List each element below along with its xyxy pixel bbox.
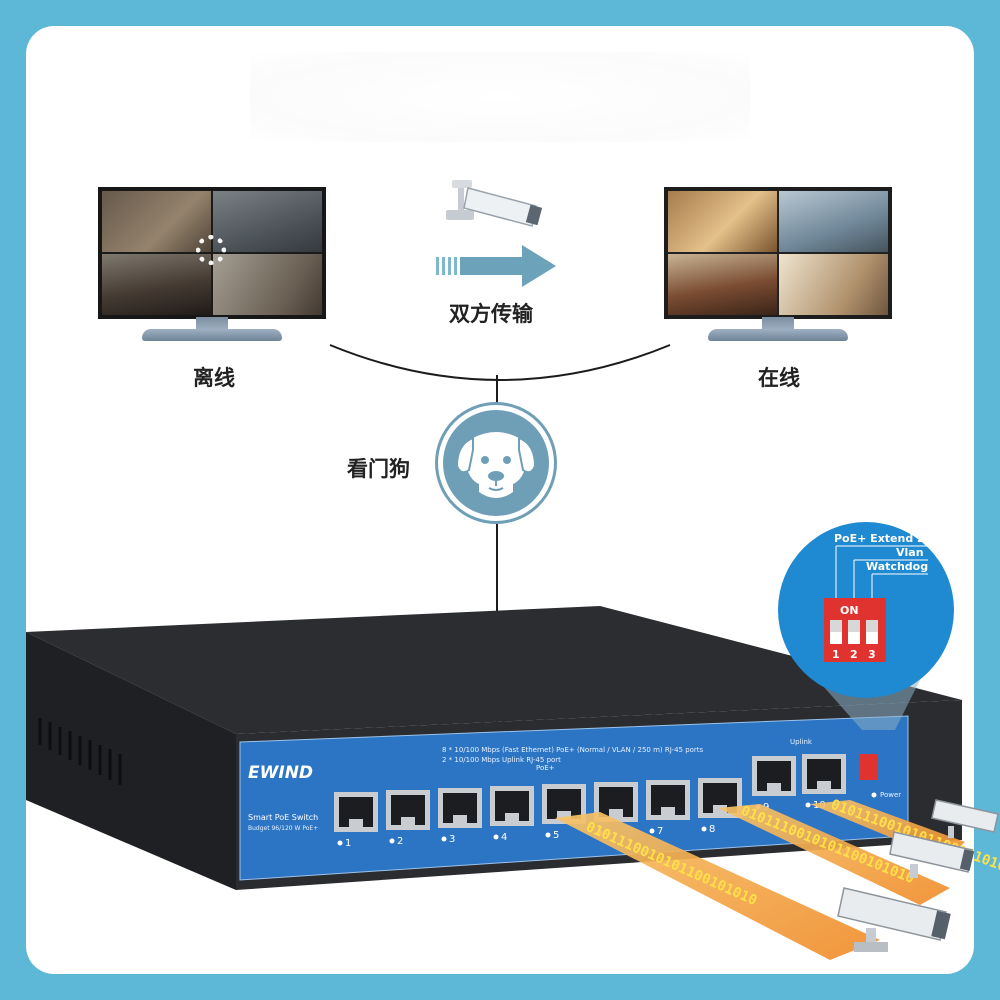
offline-caption: 离线: [193, 366, 235, 390]
camera-view-3: [668, 254, 777, 315]
rj45-port-1[interactable]: [334, 792, 378, 832]
port-row: 12345678910: [334, 754, 846, 849]
camera-view-1: [668, 191, 777, 252]
port-led: [389, 838, 395, 844]
rj45-port-3[interactable]: [438, 788, 482, 828]
camera-view-2: [779, 191, 888, 252]
switch-top-face: [26, 606, 962, 734]
watchdog-badge: [438, 405, 554, 521]
port-number-label: 8: [709, 824, 715, 835]
camera-icon: [837, 887, 951, 952]
camera-icon: [889, 831, 975, 878]
model-name: Smart PoE Switch: [248, 813, 318, 822]
camera-view-1: [102, 191, 211, 252]
connector-arc: [329, 344, 671, 381]
dog-icon: [455, 432, 537, 498]
port-led: [805, 802, 811, 808]
poe-group-label: PoE+: [536, 764, 555, 772]
rj45-port-6[interactable]: [594, 782, 638, 822]
monitor-stand-neck: [196, 317, 228, 331]
monitor-stand-base: [142, 329, 282, 341]
offline-screen: [98, 187, 326, 319]
port-led: [545, 832, 551, 838]
front-dip-switch: [860, 754, 878, 780]
dip-label-extend: PoE+ Extend 250m: [834, 532, 951, 545]
watchdog-caption: 看门狗: [347, 457, 410, 481]
monitor-stand-neck: [762, 317, 794, 331]
port-number-label: 7: [657, 826, 663, 837]
data-stream-band-1: [555, 812, 880, 960]
arrow-right-icon: [436, 245, 556, 287]
spec-line-2: 2 * 10/100 Mbps Uplink RJ-45 port: [442, 756, 561, 764]
dip-number-2: 2: [850, 648, 858, 661]
dip-on-label: ON: [840, 604, 859, 617]
spec-line-1: 8 * 10/100 Mbps (Fast Ethernet) PoE+ (No…: [442, 746, 704, 754]
camera-view-3: [102, 254, 211, 315]
rj45-port-4[interactable]: [490, 786, 534, 826]
brand-logo: EWIND: [248, 763, 313, 783]
camera-view-4: [779, 254, 888, 315]
port-number-label: 2: [397, 836, 403, 847]
rj45-port-7[interactable]: [646, 780, 690, 820]
monitor-stand-base: [708, 329, 848, 341]
port-led: [441, 836, 447, 842]
offline-monitor: [98, 187, 326, 347]
port-led: [493, 834, 499, 840]
model-budget: Budget 96/120 W PoE+: [248, 825, 318, 832]
online-screen: [664, 187, 892, 319]
port-number-label: 1: [345, 838, 351, 849]
rj45-port-2[interactable]: [386, 790, 430, 830]
switch-side-face: [26, 632, 236, 890]
online-monitor: [664, 187, 892, 347]
camera-icon: [931, 799, 999, 838]
dip-label-watchdog: Watchdog: [866, 560, 928, 573]
port-number-label: 3: [449, 834, 455, 845]
power-label: Power: [880, 791, 901, 799]
dip-switch-callout: PoE+ Extend 250m Vlan Watchdog ON 1 2 3: [778, 522, 954, 698]
vent-slots: [38, 718, 122, 785]
rj45-port-10[interactable]: [802, 754, 846, 794]
dip-label-vlan: Vlan: [896, 546, 924, 559]
camera-icon: [446, 180, 543, 227]
rj45-port-9[interactable]: [752, 756, 796, 796]
dip-switch-zoom: PoE+ Extend 250m Vlan Watchdog ON 1 2 3: [824, 532, 951, 662]
blank-banner: [250, 52, 750, 142]
camera-view-4: [213, 254, 322, 315]
port-number-label: 5: [553, 830, 559, 841]
port-led: [337, 840, 343, 846]
uplink-group-label: Uplink: [790, 738, 813, 746]
power-led: [871, 792, 877, 798]
data-stream-band-2: [718, 804, 950, 905]
online-caption: 在线: [758, 366, 800, 390]
dip-number-1: 1: [832, 648, 840, 661]
transfer-caption: 双方传输: [449, 302, 533, 326]
camera-view-2: [213, 191, 322, 252]
port-number-label: 4: [501, 832, 507, 843]
dip-number-3: 3: [868, 648, 876, 661]
loading-spinner-icon: [196, 235, 226, 265]
port-led: [701, 826, 707, 832]
port-led: [649, 828, 655, 834]
